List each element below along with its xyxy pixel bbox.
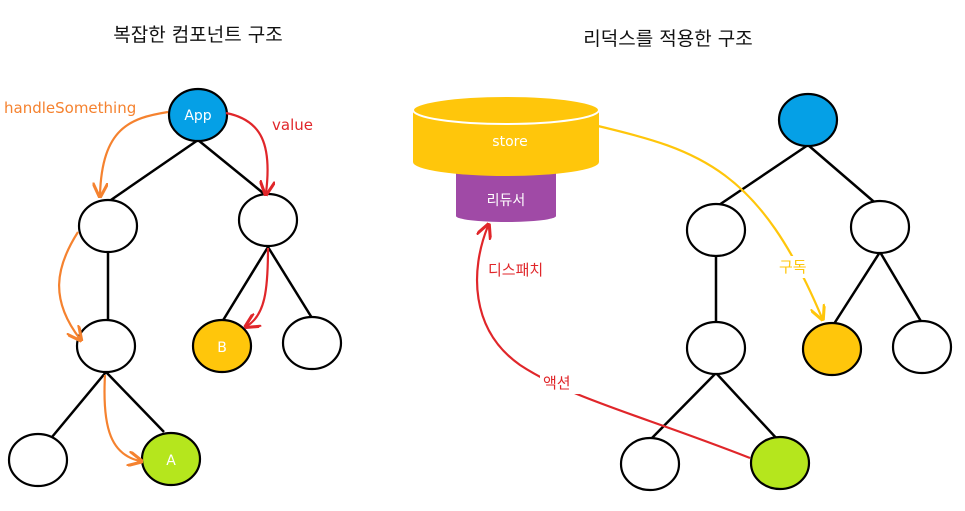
left-tree-edges (51, 138, 314, 438)
app-node (167, 87, 229, 143)
right-tree-edges (649, 143, 924, 441)
handle-arrow-3 (103, 374, 140, 461)
right-title: 리덕스를 적용한 구조 (583, 28, 752, 50)
handle-arrow-2 (58, 231, 80, 339)
store-cylinder (412, 95, 600, 176)
node-b (191, 318, 253, 374)
value-arrow-1 (225, 111, 268, 193)
dispatch-label: 디스패치 (488, 261, 543, 279)
left-title: 복잡한 컴포넌트 구조 (113, 24, 282, 46)
middle-node (75, 318, 137, 374)
app-node-label: App (184, 108, 211, 124)
action-label-bg (540, 372, 580, 394)
redux-right-child-node (849, 199, 911, 255)
node-b-label: B (217, 340, 227, 356)
leaf-node (281, 315, 343, 371)
value-label: value (272, 116, 313, 134)
redux-root-node (777, 92, 839, 148)
redux-middle-node (685, 320, 747, 376)
reducer-cylinder (456, 170, 556, 222)
bottom-left-node (7, 432, 69, 488)
node-a-label: A (166, 453, 176, 469)
redux-left-child-node (685, 202, 747, 258)
action-label: 액션 (543, 374, 571, 392)
redux-bottom-left-node (619, 436, 681, 492)
subscribe-label: 구독 (779, 258, 807, 276)
redux-action-node (749, 435, 811, 491)
handle-arrow-1 (100, 110, 169, 195)
dispatch-arrow (475, 226, 751, 460)
value-arrow-2 (247, 247, 270, 326)
subscribe-label-bg (775, 256, 815, 278)
redux-leaf-node (891, 319, 953, 375)
reducer-label: 리듀서 (487, 193, 526, 209)
left-child-node (77, 198, 139, 254)
redux-subscriber-node (801, 321, 863, 377)
store-label: store (492, 134, 527, 150)
handle-something-label: handleSomething (4, 99, 136, 117)
right-child-node (237, 192, 299, 248)
